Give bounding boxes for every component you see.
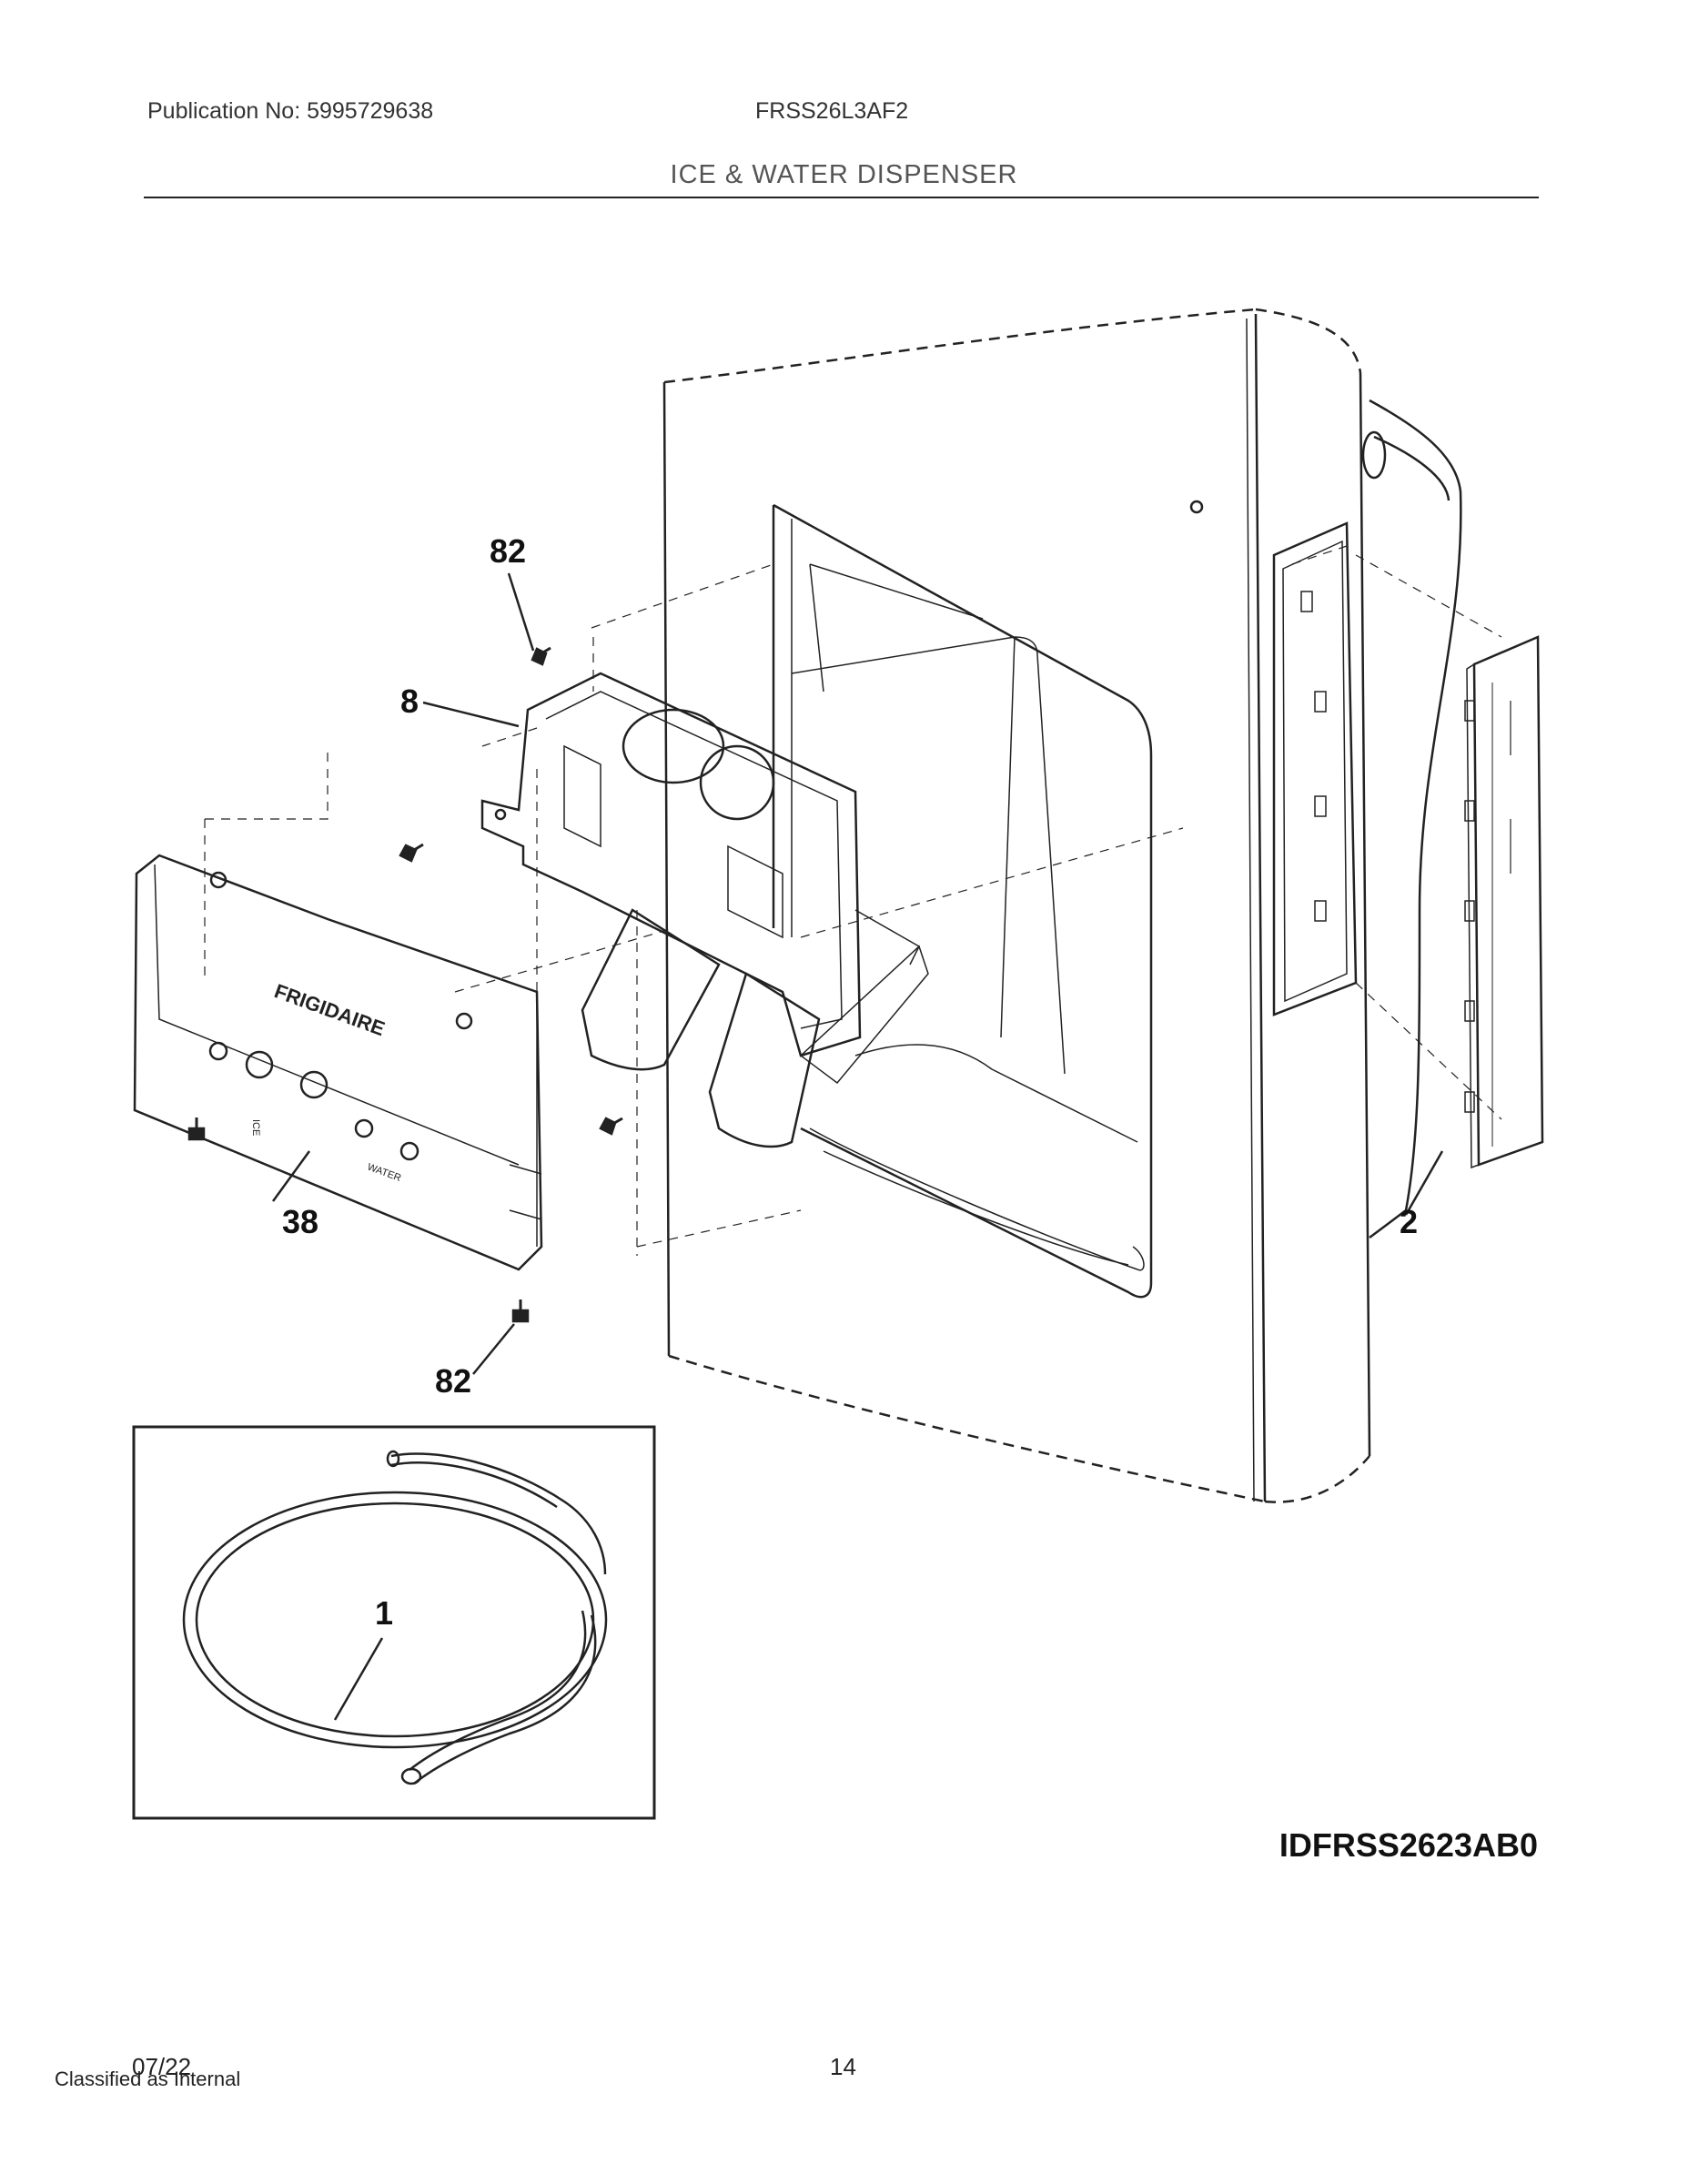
screw-center: [599, 1117, 623, 1136]
panel-brand: FRIGIDAIRE: [271, 979, 388, 1040]
header-rule: [144, 197, 1539, 198]
panel-ice-label: ICE: [250, 1119, 261, 1136]
callout-1: 1: [375, 1594, 393, 1632]
dispenser-recess: [772, 500, 1204, 1299]
tubing-inset-box: [132, 1425, 656, 1820]
screw-bottom: [511, 1299, 530, 1323]
callout-82-top: 82: [490, 532, 526, 570]
page-number: 14: [830, 2053, 856, 2080]
footer-date: 07/22: [132, 2053, 192, 2080]
panel-water-label: WATER: [366, 1162, 402, 1184]
callout-8: 8: [400, 682, 419, 720]
section-title: ICE & WATER DISPENSER: [670, 160, 1018, 189]
overlay-panel: [1464, 635, 1544, 1169]
control-panel: [133, 854, 543, 1271]
callout-82-bottom: 82: [435, 1362, 471, 1400]
publication-number: Publication No: 5995729638: [147, 98, 434, 124]
screw-left: [399, 843, 424, 863]
screw-panel-left: [187, 1117, 206, 1141]
overlay-recess: [1272, 521, 1358, 1016]
callout-2: 2: [1400, 1203, 1418, 1240]
door-outline: [662, 308, 1371, 1503]
alignment-lines: [204, 545, 1502, 1256]
illustration-id: IDFRSS2623AB0: [1279, 1826, 1538, 1864]
classification-label: Classified as Internal: [55, 2068, 241, 2090]
callout-38: 38: [282, 1203, 318, 1240]
dispenser-housing: [480, 672, 929, 1148]
door-side-trim: [1361, 399, 1462, 1239]
screw-top: [531, 646, 551, 666]
leader-lines: [271, 572, 1444, 1721]
model-number: FRSS26L3AF2: [755, 98, 909, 124]
tubing-coil: [182, 1450, 608, 1785]
